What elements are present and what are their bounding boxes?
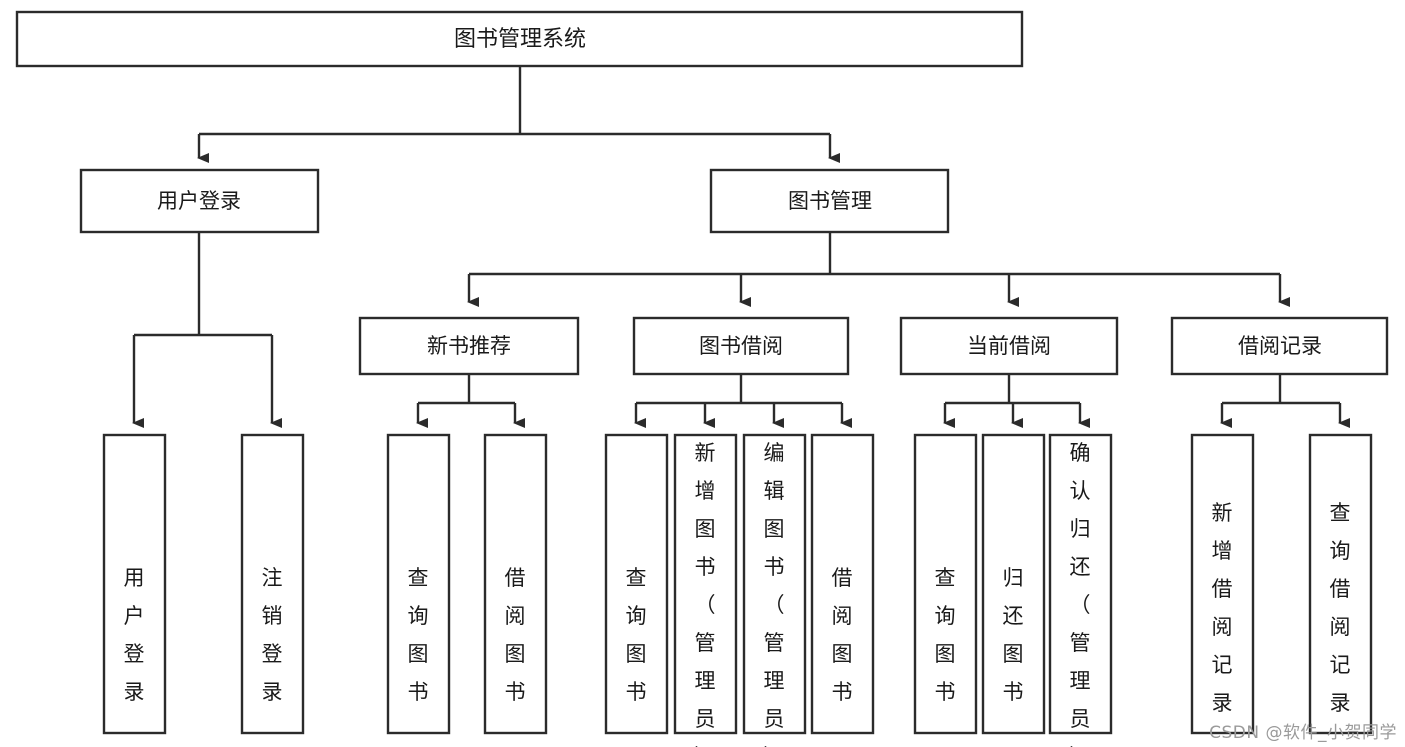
- leaf-currentborrow-confirm-box[interactable]: [1048, 433, 1113, 735]
- leaf-bookborrow-query-box[interactable]: [604, 433, 669, 735]
- leaf-bookborrow-edit-box[interactable]: [742, 433, 807, 735]
- leaf-node[interactable]: 确认归还（管理员）: [1048, 433, 1113, 747]
- leaf-borrowrecord-add-box[interactable]: [1190, 433, 1255, 735]
- node-root-label: 图书管理系统: [454, 27, 586, 52]
- leaf-node[interactable]: 查询借阅记录: [1308, 433, 1373, 735]
- leaf-node[interactable]: 新增图书（管理员）: [673, 433, 738, 747]
- leaf-bookborrow-query-label: 查询图书: [626, 566, 647, 704]
- node-user-login-box[interactable]: [79, 168, 320, 234]
- leaf-borrowrecord-query-label: 查询借阅记录: [1330, 501, 1351, 715]
- leaf-currentborrow-query-box[interactable]: [913, 433, 978, 735]
- node-root-system[interactable]: 图书管理系统: [15, 10, 1024, 68]
- leaf-bookborrow-add-box[interactable]: [673, 433, 738, 735]
- leaf-newbook-query-label: 查询图书: [408, 566, 429, 704]
- leaf-borrowrecord-query-box[interactable]: [1308, 433, 1373, 735]
- node-borrow-record[interactable]: 借阅记录: [1170, 316, 1389, 376]
- leaf-currentborrow-return-label: 归还图书: [1003, 566, 1024, 704]
- node-user-login[interactable]: 用户登录: [79, 168, 320, 234]
- node-root-box[interactable]: [15, 10, 1024, 68]
- leaf-node[interactable]: 编辑图书（管理员）: [742, 433, 807, 747]
- leaf-currentborrow-confirm-label: 确认归还（管理员）: [1070, 441, 1091, 747]
- node-book-manage-label: 图书管理: [788, 189, 872, 213]
- leaf-node[interactable]: 用户登录: [102, 433, 167, 735]
- leaf-bookborrow-borrow-box[interactable]: [810, 433, 875, 735]
- leaf-node[interactable]: 查询图书: [604, 433, 669, 735]
- node-current-borrow-box[interactable]: [899, 316, 1119, 376]
- leaf-node[interactable]: 借阅图书: [483, 433, 548, 735]
- leaf-node[interactable]: 查询图书: [386, 433, 451, 735]
- node-borrow-record-label: 借阅记录: [1238, 334, 1322, 358]
- node-user-login-label: 用户登录: [157, 189, 241, 213]
- node-new-book-recommend-box[interactable]: [358, 316, 580, 376]
- node-book-borrow[interactable]: 图书借阅: [632, 316, 850, 376]
- leaf-currentborrow-query-label: 查询图书: [935, 566, 956, 704]
- leaf-user-login-label: 用户登录: [124, 566, 145, 704]
- leaf-bookborrow-add-label: 新增图书（管理员）: [695, 441, 716, 747]
- leaf-node[interactable]: 归还图书: [981, 433, 1046, 735]
- leaf-newbook-borrow-label: 借阅图书: [505, 566, 526, 704]
- node-book-borrow-box[interactable]: [632, 316, 850, 376]
- connector-layer: [132, 66, 1350, 428]
- leaf-logout-box[interactable]: [240, 433, 305, 735]
- leaf-node[interactable]: 查询图书: [913, 433, 978, 735]
- node-book-borrow-label: 图书借阅: [699, 334, 783, 358]
- leaf-bookborrow-edit-label: 编辑图书（管理员）: [764, 441, 785, 747]
- node-current-borrow-label: 当前借阅: [967, 334, 1051, 358]
- leaf-logout-label: 注销登录: [262, 566, 283, 704]
- node-current-borrow[interactable]: 当前借阅: [899, 316, 1119, 376]
- leaf-newbook-query-box[interactable]: [386, 433, 451, 735]
- leaf-borrowrecord-add-label: 新增借阅记录: [1212, 501, 1233, 715]
- leaf-user-login-box[interactable]: [102, 433, 167, 735]
- leaf-currentborrow-return-box[interactable]: [981, 433, 1046, 735]
- node-borrow-record-box[interactable]: [1170, 316, 1389, 376]
- leaf-bookborrow-borrow-label: 借阅图书: [832, 566, 853, 704]
- csdn-watermark: CSDN @软件_小贺同学: [1209, 723, 1397, 743]
- leaf-node[interactable]: 借阅图书: [810, 433, 875, 735]
- node-book-manage[interactable]: 图书管理: [709, 168, 950, 234]
- leaf-node[interactable]: 新增借阅记录: [1190, 433, 1255, 735]
- node-new-book-recommend-label: 新书推荐: [427, 334, 511, 358]
- node-new-book-recommend[interactable]: 新书推荐: [358, 316, 580, 376]
- node-book-manage-box[interactable]: [709, 168, 950, 234]
- leaf-node[interactable]: 注销登录: [240, 433, 305, 735]
- leaf-newbook-borrow-box[interactable]: [483, 433, 548, 735]
